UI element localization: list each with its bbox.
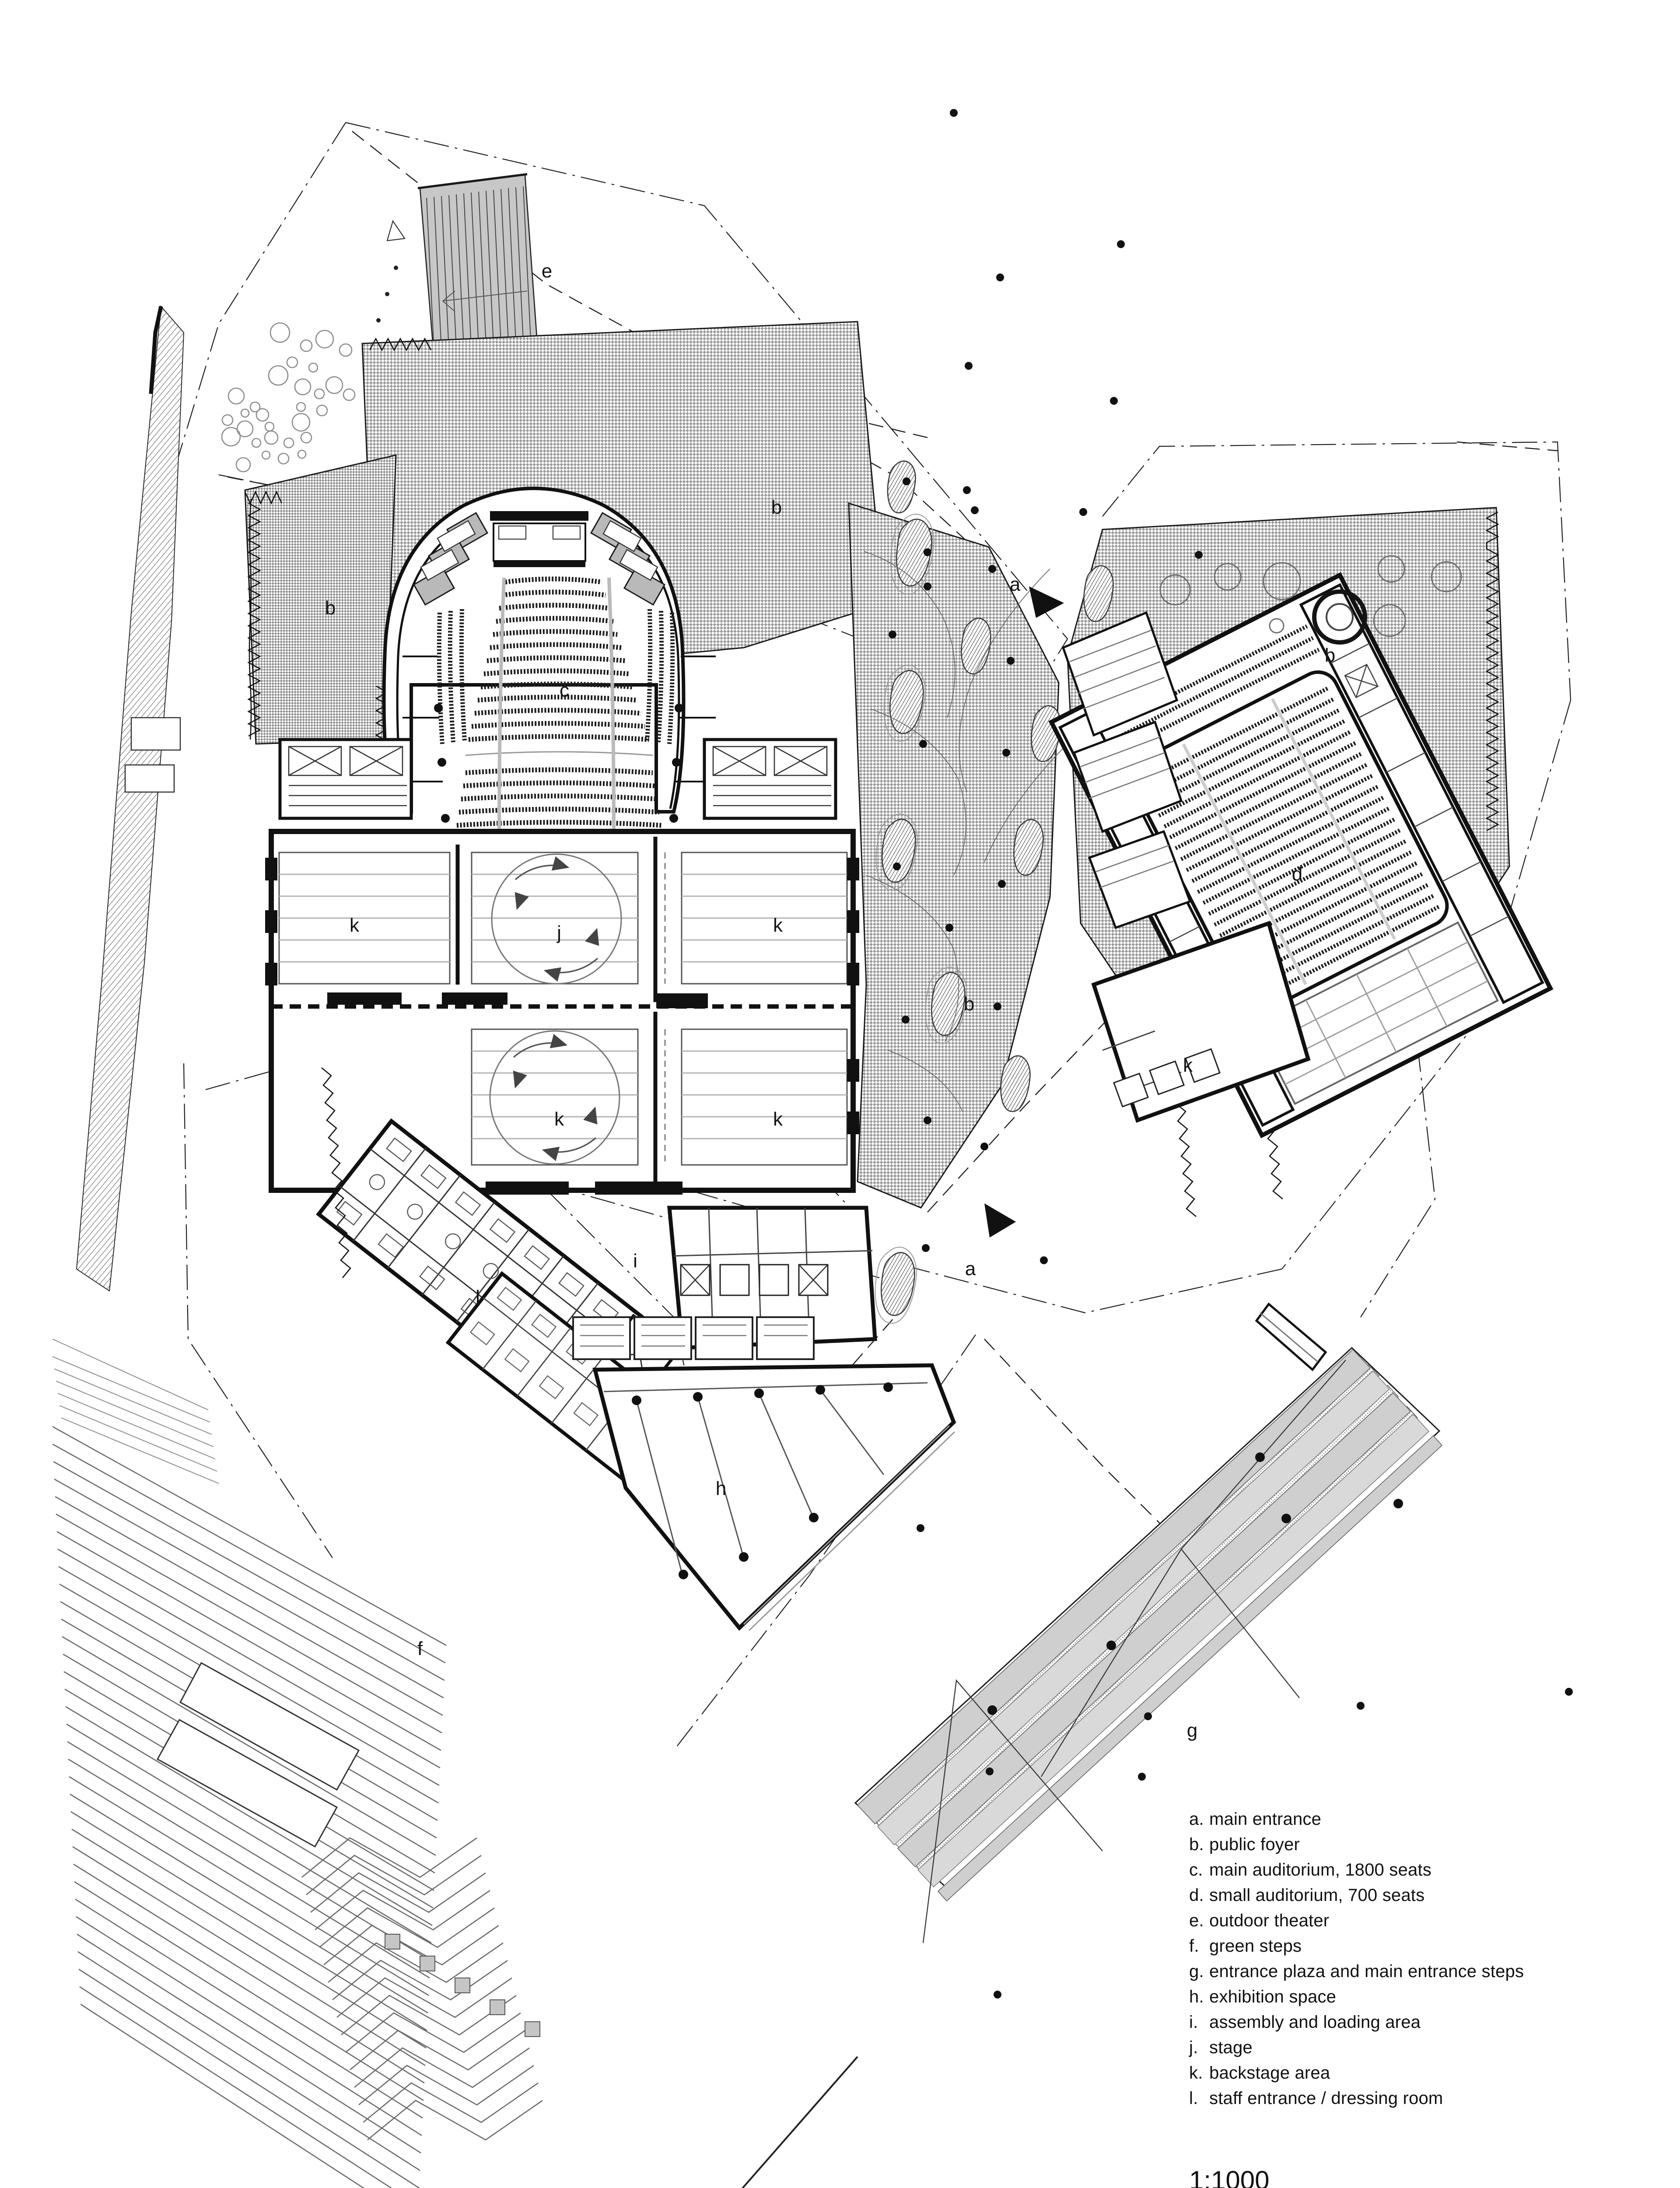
legend-item-j: j. stage [1189,2035,1524,2060]
landscape-tree-symbols [221,322,356,473]
legend-key-a: a. [1189,1809,1204,1829]
small-auditorium-seat-rows [1141,686,1440,1003]
plaza-ramp-structure [1255,1302,1327,1371]
legend-key-d: d. [1189,1886,1204,1905]
legend-key-h: h. [1189,1987,1204,2006]
legend-key-g: g. [1189,1962,1204,1981]
service-rooms-strip [572,1316,815,1360]
legend-label-k: backstage area [1209,2063,1330,2083]
legend-label-j: stage [1209,2038,1253,2057]
legend-item-e: e. outdoor theater [1189,1908,1524,1933]
public-foyer-plate-west [244,454,397,745]
foyer-column-dots [889,477,1015,1150]
legend-item-d: d. small auditorium, 700 seats [1189,1883,1524,1908]
legend-label-h: exhibition space [1209,1987,1337,2006]
legend-key-k: k. [1189,2063,1203,2083]
legend-label-i: assembly and loading area [1209,2013,1421,2032]
legend-key-j: j. [1189,2038,1198,2057]
foyer-skylight-voids [875,460,1114,1324]
entrance-plaza [854,1346,1443,1943]
legend-item-b: b. public foyer [1189,1832,1524,1857]
stage-backstage-block [265,829,859,1195]
legend-key-i: i. [1189,2013,1198,2032]
staff-wing-sawtooth [321,1067,351,1278]
east-lobby-stairs [1069,629,1174,888]
legend-label-d: small auditorium, 700 seats [1209,1886,1425,1905]
survey-level-dots [917,109,1573,1999]
backstage-bay-center-lower [471,1028,639,1166]
legend-item-k: k. backstage area [1189,2060,1524,2086]
service-rooms-fixtures [580,1324,808,1347]
legend-label-c: main auditorium, 1800 seats [1209,1860,1432,1879]
exhibition-space [592,1363,956,1631]
legend-item-c: c. main auditorium, 1800 seats [1189,1857,1524,1883]
legend-label-e: outdoor theater [1209,1911,1330,1930]
legend-label-g: entrance plaza and main entrance steps [1209,1962,1524,1981]
title-block: 1:1000 Plan +6m level [1189,2162,1362,2188]
legend-label-a: main entrance [1209,1809,1322,1829]
drawing-scale: 1:1000 [1189,2166,1270,2188]
legend-item-g: g. entrance plaza and main entrance steps [1189,1959,1524,1984]
legend: a.main entrance b. public foyer c. main au… [1189,1806,1524,2111]
core-stair-east [703,738,837,820]
legend-label-l: staff entrance / dressing room [1209,2089,1443,2108]
legend-key-b: b. [1189,1835,1204,1854]
legend-key-f: f. [1189,1936,1199,1956]
main-entrance-arrow-north [1029,586,1064,618]
east-plate-tree-symbols [1159,555,1462,645]
core-stair-west [278,738,413,820]
legend-label-f: green steps [1209,1936,1302,1956]
legend-item-a: a.main entrance [1189,1806,1524,1832]
green-steps [52,1339,858,2188]
legend-item-h: h. exhibition space [1189,1984,1524,2009]
legend-item-l: l. staff entrance / dressing room [1189,2086,1524,2111]
foyer-paving-seams [864,551,1068,1112]
main-entrance-arrow-south [984,1203,1016,1238]
left-site-wedge [76,305,185,1292]
legend-key-l: l. [1189,2089,1198,2108]
backstage-bay-east-lower [681,1028,848,1166]
legend-key-c: c. [1189,1860,1203,1879]
legend-key-e: e. [1189,1911,1204,1930]
east-lobby-fragments [1061,611,1192,929]
legend-label-b: public foyer [1209,1835,1300,1854]
backstage-bay-east-upper [681,852,848,985]
stage-bay [471,852,639,985]
small-auditorium-backstage [1091,921,1311,1123]
legend-item-f: f. green steps [1189,1933,1524,1959]
legend-item-i: i. assembly and loading area [1189,2009,1524,2035]
backstage-bay-west-upper [278,852,451,985]
